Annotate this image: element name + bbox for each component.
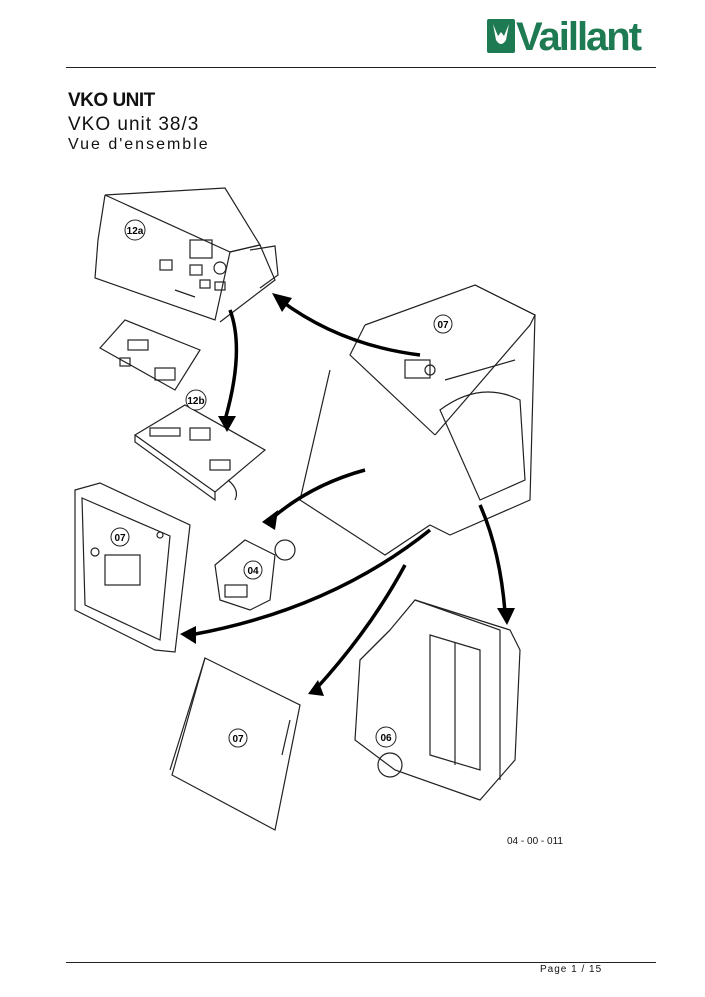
display-panel bbox=[99, 319, 201, 391]
drawing-reference: 04 - 00 - 011 bbox=[507, 836, 563, 847]
control-box-12a bbox=[94, 187, 279, 323]
gas-valve-04 bbox=[214, 539, 296, 611]
back-plate-07 bbox=[74, 482, 191, 653]
page-subtitle-secondary: Vue d'ensemble bbox=[68, 136, 210, 153]
footer-rule bbox=[66, 962, 656, 963]
exploded-view-diagram: 12a 12b 07 07 04 07 06 bbox=[74, 187, 536, 831]
label-07-plate: 07 bbox=[114, 533, 126, 544]
header-rule bbox=[66, 67, 656, 68]
label-07-main: 07 bbox=[437, 320, 449, 331]
brand-name: Vaillant bbox=[516, 15, 642, 59]
hare-emblem-icon bbox=[487, 19, 515, 53]
front-cover-07 bbox=[169, 657, 301, 831]
page-subtitle: VKO unit 38/3 bbox=[68, 114, 200, 135]
vaillant-logo: Vaillant bbox=[486, 14, 658, 60]
circuit-board-12b bbox=[133, 404, 267, 502]
label-06: 06 bbox=[380, 733, 392, 744]
heat-exchanger-06 bbox=[354, 599, 521, 801]
label-04: 04 bbox=[247, 566, 259, 577]
label-12a: 12a bbox=[127, 226, 144, 237]
page-title: VKO UNIT bbox=[68, 90, 155, 111]
main-unit-07 bbox=[299, 284, 536, 556]
page-number: Page 1 / 15 bbox=[540, 964, 603, 975]
label-07-cover: 07 bbox=[232, 734, 244, 745]
label-12b: 12b bbox=[187, 396, 204, 407]
part-labels: 12a 12b 07 07 04 07 06 bbox=[110, 219, 453, 748]
